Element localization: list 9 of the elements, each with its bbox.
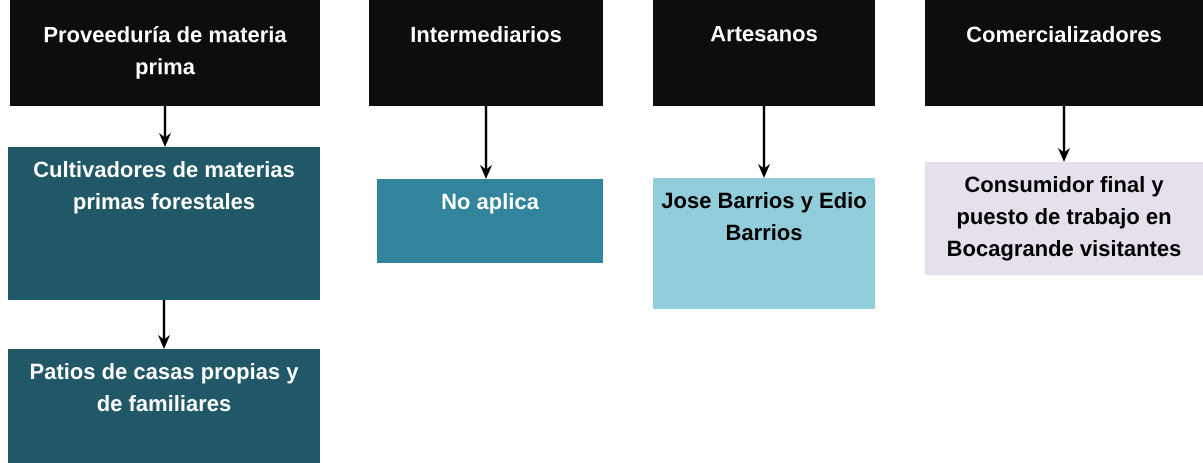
header-box: Proveeduría de materia prima (10, 0, 320, 106)
process-box: Jose Barrios y Edio Barrios (653, 178, 875, 309)
process-box: Patios de casas propias y de familiares (8, 349, 320, 463)
process-box: Cultivadores de materias primas forestales (8, 147, 320, 300)
header-box: Intermediarios (369, 0, 603, 106)
header-box: Comercializadores (925, 0, 1203, 106)
header-box: Artesanos (653, 0, 875, 106)
process-box: No aplica (377, 179, 603, 263)
process-box: Consumidor final y puesto de trabajo en Bocagrande visitantes (925, 162, 1203, 275)
